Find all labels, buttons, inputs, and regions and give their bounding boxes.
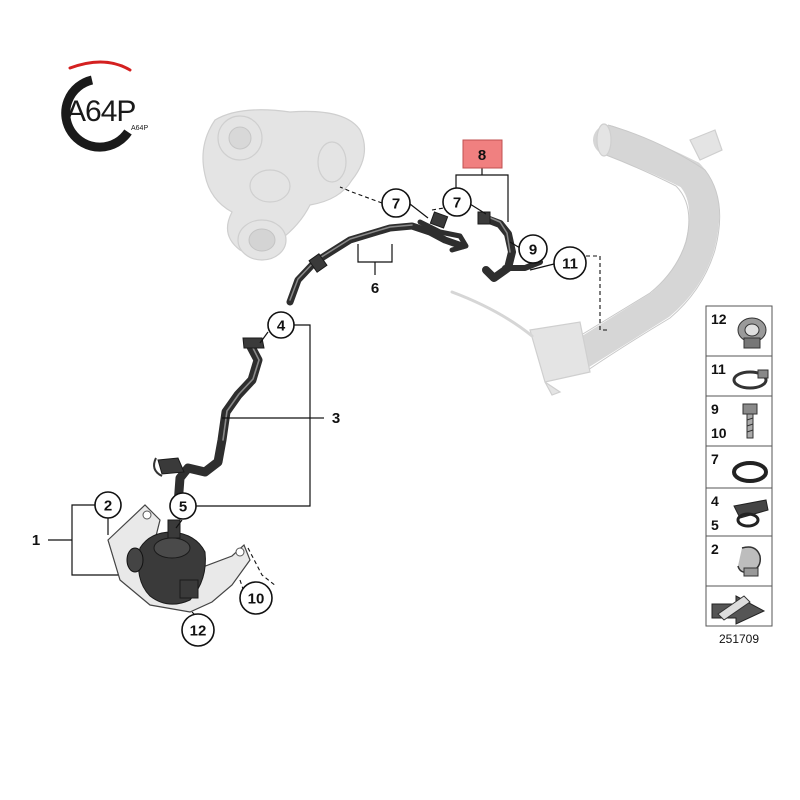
diagram-code: 251709 xyxy=(719,632,759,646)
callout-11-label: 11 xyxy=(562,256,578,273)
callout-4-label: 4 xyxy=(277,318,286,335)
hose-clip xyxy=(242,337,265,349)
hose-end-fitting xyxy=(429,211,449,229)
o-ring-icon xyxy=(732,461,768,483)
callout-5-label: 5 xyxy=(179,499,187,516)
hose-connector xyxy=(308,253,328,273)
legend-row-12-label: 12 xyxy=(711,311,727,327)
callout-5: 5 xyxy=(169,492,197,520)
pump-connector xyxy=(179,579,199,599)
callout-11: 11 xyxy=(553,246,587,280)
coolant-pipe-ghost xyxy=(450,123,723,396)
legend-row-arrow xyxy=(705,585,773,627)
callout-12: 12 xyxy=(181,613,215,647)
turbocharger-ghost xyxy=(202,109,366,261)
legend-row-9-label: 9 xyxy=(711,401,719,417)
label-8: 8 xyxy=(478,147,486,164)
callout-7a-label: 7 xyxy=(392,196,400,213)
brand-logo: A64P A64P xyxy=(61,60,148,152)
parts-legend: 12 11 9 10 xyxy=(705,305,773,646)
callout-9: 9 xyxy=(518,234,548,264)
legend-row-12: 12 xyxy=(705,305,773,357)
hose-clamp-connector-icon xyxy=(737,317,767,349)
logo-swoosh-icon xyxy=(68,60,132,72)
water-pump-assembly xyxy=(107,504,251,613)
callout-2: 2 xyxy=(94,491,122,519)
pump-outlet xyxy=(167,519,181,539)
callout-2-label: 2 xyxy=(104,498,112,515)
callout-4: 4 xyxy=(267,311,295,339)
legend-row-7: 7 xyxy=(705,445,773,489)
hose-end-fitting xyxy=(477,211,491,225)
hose-clip-icon xyxy=(733,499,769,528)
holder-clip-icon xyxy=(737,546,762,577)
legend-row-9-10: 9 10 xyxy=(705,395,773,447)
legend-row-11-label: 11 xyxy=(711,361,726,377)
label-3: 3 xyxy=(332,410,340,427)
callout-7a: 7 xyxy=(381,188,411,218)
label-6: 6 xyxy=(371,280,379,297)
legend-row-4-label: 4 xyxy=(711,493,719,509)
callout-7b: 7 xyxy=(442,187,472,217)
arrow-icon xyxy=(711,595,766,625)
logo-subtext: A64P xyxy=(131,125,148,132)
leader-lines xyxy=(48,168,608,617)
bolt-icon xyxy=(742,403,758,439)
callout-10: 10 xyxy=(239,581,273,615)
callout-9-label: 9 xyxy=(529,242,537,259)
legend-row-10-label: 10 xyxy=(711,425,727,441)
callout-12-label: 12 xyxy=(190,623,207,640)
highlight-box-8 xyxy=(462,139,503,169)
legend-row-2-label: 2 xyxy=(711,541,719,557)
label-1: 1 xyxy=(32,532,40,549)
band-clamp-icon xyxy=(732,369,769,390)
legend-row-4-5: 4 5 xyxy=(705,487,773,537)
hose-line-8 xyxy=(477,211,543,282)
logo-text: A64P xyxy=(66,95,135,128)
legend-row-5-label: 5 xyxy=(711,517,719,533)
legend-row-7-label: 7 xyxy=(711,451,719,467)
logo-ring-icon xyxy=(61,75,132,152)
hose-line-6 xyxy=(286,211,469,306)
callout-10-label: 10 xyxy=(248,591,265,608)
callout-7b-label: 7 xyxy=(453,195,461,212)
legend-row-11: 11 xyxy=(705,355,773,397)
hose-line-3 xyxy=(153,337,265,510)
hose-clip xyxy=(157,457,185,475)
legend-row-2: 2 xyxy=(705,535,773,587)
